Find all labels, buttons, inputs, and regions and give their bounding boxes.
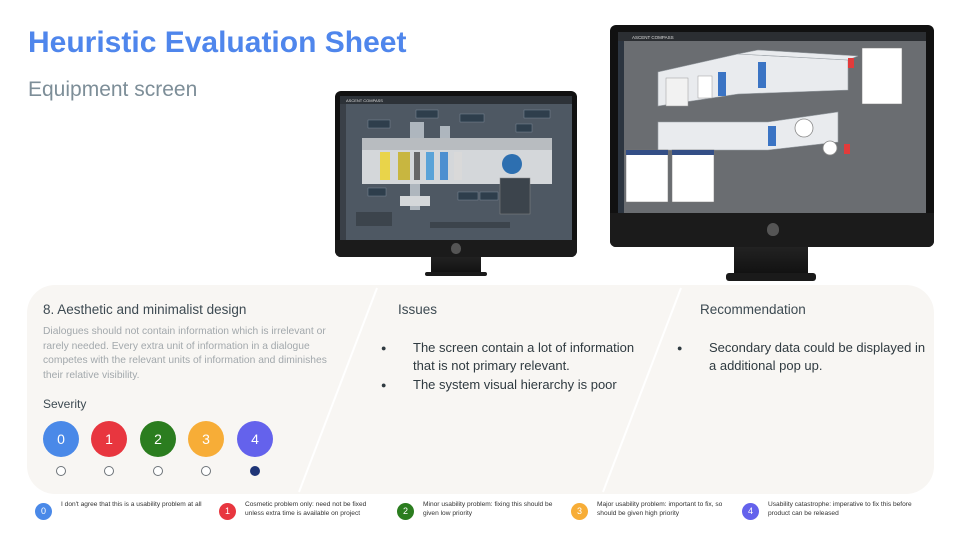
legend-item-0: 0 I don't agree that this is a usability …	[35, 500, 205, 520]
hvac-schematic-image: ASCENT COMPASS	[340, 96, 572, 240]
legend-text-2: Minor usability problem: fixing this sho…	[423, 501, 553, 517]
monitor-screenshot-right: ASCENT COMPASS	[610, 25, 934, 285]
legend-text-4: Usability catastrophe: imperative to fix…	[768, 501, 912, 517]
page-subtitle: Equipment screen	[28, 78, 198, 101]
severity-radio-0[interactable]	[56, 466, 66, 476]
legend-text-0: I don't agree that this is a usability p…	[61, 501, 202, 508]
issue-item: The system visual hierarchy is poor	[381, 376, 641, 394]
legend-dot-2: 2	[397, 503, 414, 520]
heuristic-title: 8. Aesthetic and minimalist design	[43, 302, 247, 317]
severity-radio-3[interactable]	[201, 466, 211, 476]
severity-legend: 0 I don't agree that this is a usability …	[29, 497, 934, 525]
severity-circle-1: 1	[91, 421, 127, 457]
legend-dot-1: 1	[219, 503, 236, 520]
legend-item-2: 2 Minor usability problem: fixing this sh…	[397, 500, 557, 520]
issue-item: The screen contain a lot of information …	[381, 339, 641, 375]
severity-circle-0: 0	[43, 421, 79, 457]
severity-radio-2[interactable]	[153, 466, 163, 476]
legend-item-4: 4 Usability catastrophe: imperative to fi…	[742, 500, 917, 520]
severity-label: Severity	[43, 397, 87, 411]
app-brand-label: ASCENT COMPASS	[346, 98, 383, 103]
page-title: Heuristic Evaluation Sheet	[28, 26, 407, 59]
legend-dot-4: 4	[742, 503, 759, 520]
recommendation-title: Recommendation	[700, 302, 806, 317]
issues-list: The screen contain a lot of information …	[381, 339, 641, 395]
severity-circle-2: 2	[140, 421, 176, 457]
legend-dot-3: 3	[571, 503, 588, 520]
app-brand-label-2: ASCENT COMPASS	[632, 35, 674, 40]
recommendation-item: Secondary data could be displayed in a a…	[677, 339, 927, 375]
recommendation-list: Secondary data could be displayed in a a…	[677, 339, 927, 376]
equipment-screenshot-left: ASCENT COMPASS	[340, 96, 572, 240]
legend-item-1: 1 Cosmetic problem only: need not be fixe…	[219, 500, 379, 520]
equipment-screenshot-right: ASCENT COMPASS	[618, 32, 926, 213]
legend-item-3: 3 Major usability problem: important to f…	[571, 500, 731, 520]
severity-radio-1[interactable]	[104, 466, 114, 476]
severity-circle-4: 4	[237, 421, 273, 457]
severity-radio-4[interactable]	[250, 466, 260, 476]
heuristic-description: Dialogues should not contain information…	[43, 326, 327, 381]
monitor-screenshot-left: ASCENT COMPASS	[335, 91, 577, 284]
legend-text-3: Major usability problem: important to fi…	[597, 501, 723, 517]
air-handler-3d-image: ASCENT COMPASS	[618, 32, 926, 213]
severity-circle-3: 3	[188, 421, 224, 457]
issues-title: Issues	[398, 302, 438, 317]
legend-dot-0: 0	[35, 503, 52, 520]
legend-text-1: Cosmetic problem only: need not be fixed…	[245, 501, 367, 517]
